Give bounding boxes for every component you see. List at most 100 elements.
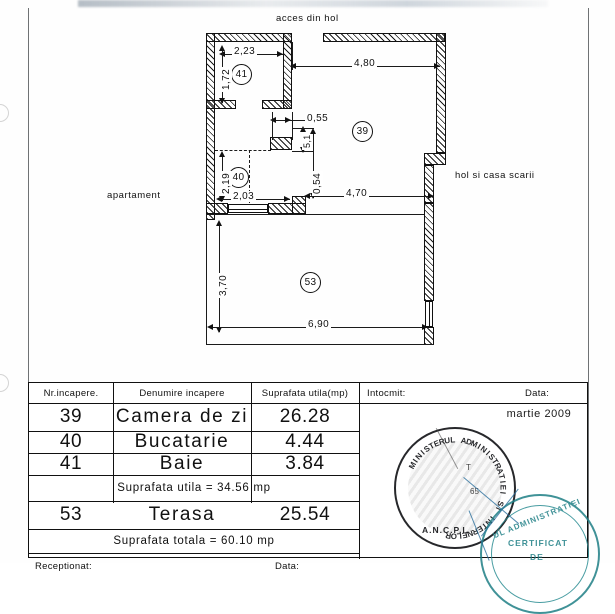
- table-cell-area-terrace: 25.54: [279, 504, 331, 525]
- table-cell-name-terrace: Terasa: [148, 504, 216, 525]
- room-number-41: 41: [231, 64, 252, 85]
- dim-terrace-height: 3,70: [218, 272, 229, 298]
- table-cell-nr-terrace: 53: [59, 504, 83, 525]
- scan-smudge: [78, 0, 548, 7]
- arrowhead: [290, 63, 296, 69]
- room-number-53: 53: [300, 272, 321, 293]
- table-row-sep-2: [29, 453, 359, 455]
- wall-right-step: [424, 153, 446, 165]
- wall-kitchen-bottom-left: [206, 203, 228, 214]
- table-header-area: Suprafata utila(mp): [261, 387, 349, 399]
- dim-bath-height: 1,72: [221, 66, 232, 92]
- table-cell-nr: 40: [59, 431, 83, 452]
- arrowhead: [216, 327, 222, 333]
- table-cell-nr: 39: [59, 406, 83, 427]
- wall-terrace-right-upper: [424, 203, 434, 301]
- arrowhead: [219, 45, 225, 51]
- dimline-niche-height: [313, 130, 314, 198]
- dim-terrace-width: 6,90: [306, 319, 332, 330]
- arrowhead: [207, 324, 213, 330]
- dim-ext-niche-b: [292, 112, 293, 140]
- table-row-sep-hdr: [29, 403, 359, 405]
- dim-ext-living-top: [292, 42, 293, 70]
- dim-kitchen-width: 2,03: [231, 191, 257, 202]
- table-receptionat-data-label: Data:: [275, 560, 300, 572]
- table-row-sep-5: [29, 529, 359, 531]
- wall-niche-block: [270, 137, 292, 150]
- punch-hole: [0, 374, 9, 392]
- arrowhead: [219, 151, 225, 157]
- stamp-number: 65: [470, 487, 479, 496]
- table-col-sep-1: [113, 383, 115, 503]
- terrace-edge-left: [206, 214, 207, 345]
- table-subtotal: Suprafata utila = 34.56 mp: [117, 482, 271, 494]
- table-cell-name: Camera de zi: [115, 406, 249, 427]
- table-intocmit-label: Intocmit:: [367, 387, 406, 399]
- table-header-name: Denumire incapere: [139, 387, 225, 399]
- table-row-sep-1: [29, 431, 359, 433]
- arrowhead: [277, 51, 283, 57]
- table-row-sep-4: [29, 501, 359, 503]
- table-intocmit-data-label: Data:: [525, 387, 550, 399]
- stamp-guilloche: [408, 441, 502, 535]
- dim-ext-niche-a: [272, 112, 273, 140]
- table-col-sep-3: [359, 383, 361, 559]
- page-border-left: [28, 8, 29, 382]
- table-receptionat-label: Receptionat:: [35, 560, 92, 572]
- plan-label-apartament: apartament: [107, 190, 161, 201]
- arrowhead: [310, 128, 316, 134]
- dim-ext-small-bot: [292, 151, 314, 152]
- table-col-sep-2: [251, 383, 253, 503]
- stamp-mark: T: [466, 463, 471, 472]
- table-cell-area: 4.44: [285, 431, 325, 452]
- document-sheet: acces din hol apartament hol si casa sca…: [0, 0, 600, 614]
- table-header-nr: Nr.incapere.: [43, 387, 99, 399]
- arrowhead: [422, 324, 428, 330]
- table-total: Suprafata totala = 60.10 mp: [113, 535, 275, 547]
- dim-ext-small-top: [292, 128, 314, 129]
- arrowhead: [304, 193, 310, 199]
- arrowhead: [300, 147, 306, 153]
- arrowhead: [300, 126, 306, 132]
- dim-niche-height: 0,54: [312, 170, 323, 196]
- room-number-39: 39: [352, 121, 373, 142]
- arrowhead: [216, 196, 222, 202]
- terrace-edge-top-right: [306, 214, 424, 215]
- arrowhead: [270, 117, 276, 123]
- wall-top-left: [206, 33, 292, 42]
- plan-label-acces: acces din hol: [276, 13, 339, 24]
- wall-top-right: [323, 33, 445, 42]
- kitchen-divider-dashed-h: [215, 150, 271, 151]
- table-cell-name: Baie: [159, 453, 205, 474]
- dimline-living-bottom: [306, 196, 434, 197]
- table-cell-area: 26.28: [279, 406, 331, 427]
- arrowhead: [216, 220, 222, 226]
- dim-living-bottom: 4,70: [344, 188, 370, 199]
- wall-corridor-bottom: [292, 196, 306, 214]
- table-row-sep-6: [29, 553, 359, 555]
- terrace-edge-bottom: [206, 344, 434, 345]
- arrowhead: [219, 98, 225, 104]
- arrowhead: [284, 196, 290, 202]
- terrace-edge-top-left: [206, 214, 306, 215]
- table-cell-nr: 41: [59, 453, 83, 474]
- table-row-sep-intocmit: [359, 403, 587, 405]
- table-intocmit-date: martie 2009: [506, 408, 572, 420]
- window-terrace: [425, 301, 433, 328]
- table-cell-name: Bucatarie: [134, 431, 230, 452]
- page-border-right: [588, 8, 589, 557]
- wall-bath-right: [283, 33, 292, 109]
- arrowhead: [434, 63, 440, 69]
- stamp-certificat-line2: DE: [530, 552, 544, 562]
- plan-label-hol: hol si casa scarii: [455, 170, 535, 181]
- punch-hole: [0, 104, 9, 122]
- stamp-ancpi-text: A.N.C.P.I.: [422, 525, 470, 535]
- stamp-certificat-line1: CERTIFICAT: [508, 538, 568, 548]
- arrowhead: [285, 117, 291, 123]
- window-kitchen: [228, 204, 269, 213]
- table-cell-area: 3.84: [285, 453, 325, 474]
- wall-left-outer: [206, 33, 215, 220]
- dim-niche-small: 5,1: [302, 132, 312, 150]
- dim-living-top: 4,80: [352, 58, 378, 69]
